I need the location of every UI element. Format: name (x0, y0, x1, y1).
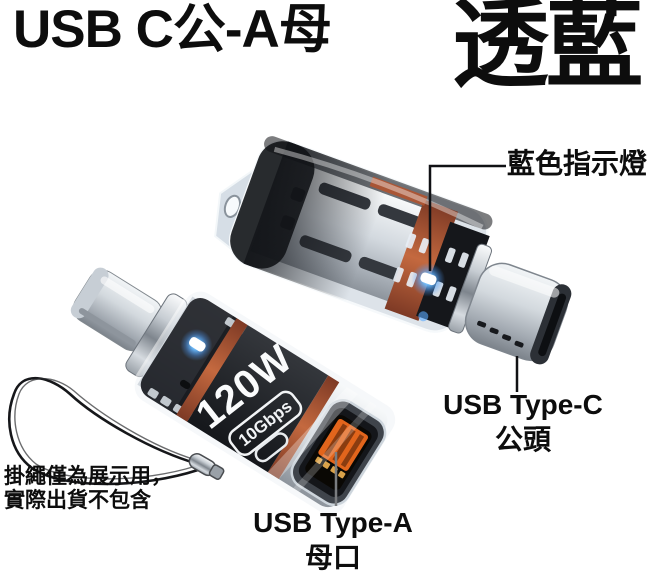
orange-insert (369, 176, 459, 321)
adapter-front-view: 120W 10Gbps (70, 267, 398, 517)
annotation-type-c-line1: USB Type-C (443, 389, 603, 420)
body-notch (179, 379, 191, 390)
shell-highlight (273, 146, 484, 230)
lanyard-note: 掛繩僅為展示用， 實際出貨不包含 (4, 465, 172, 514)
callout-line-indicator (428, 164, 506, 271)
annotation-type-c: USB Type-C 公頭 (424, 387, 622, 457)
page-title: USB C公-A母 (13, 0, 332, 59)
copper-stripe (176, 318, 248, 422)
label-plate (187, 325, 329, 473)
annotation-type-a: USB Type-A 母口 (234, 505, 432, 575)
annotation-type-a-line1: USB Type-A (253, 507, 413, 538)
glass-highlight (293, 401, 377, 492)
lanyard-string (8, 376, 225, 486)
lanyard-clasp (188, 453, 225, 480)
lanyard-note-line1: 掛繩僅為展示用， (4, 465, 172, 488)
lanyard-note-line2: 實際出貨不包含 (4, 489, 151, 513)
usb-c-male-connector (464, 262, 572, 365)
adapter-back-view (214, 136, 572, 365)
glass-highlight (267, 387, 358, 479)
color-variant-title: 透藍 (452, 0, 643, 99)
usb-port-icon (254, 432, 289, 463)
usb-c-male-connector-small (70, 267, 163, 352)
annotation-indicator-light: 藍色指示燈 (507, 148, 648, 179)
pcb (416, 221, 490, 331)
copper-stripe (267, 375, 340, 479)
annotation-type-c-line2: 公頭 (494, 424, 551, 455)
usb-a-female-port (290, 399, 387, 506)
annotation-type-a-line2: 母口 (304, 542, 361, 573)
blue-led-indicator (180, 328, 213, 361)
blue-led-indicator (411, 262, 446, 322)
